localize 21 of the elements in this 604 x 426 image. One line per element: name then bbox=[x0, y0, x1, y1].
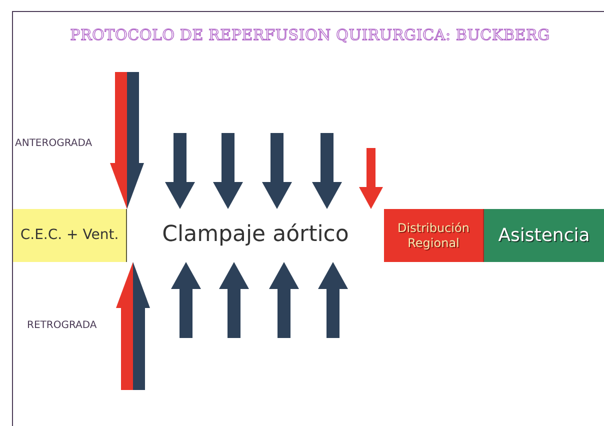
side-label: RETROGRADA bbox=[27, 320, 97, 331]
arrow bbox=[359, 148, 383, 209]
arrow bbox=[116, 262, 150, 390]
stage-label: C.E.C. + Vent. bbox=[20, 227, 119, 244]
arrow bbox=[262, 133, 292, 209]
arrow bbox=[213, 133, 243, 209]
stage-block bbox=[13, 209, 127, 262]
arrow bbox=[269, 262, 299, 338]
stage-label: Distribución Regional bbox=[396, 221, 470, 250]
stage-label: Asistencia bbox=[498, 224, 590, 246]
stage-label: Clampaje aórtico bbox=[162, 222, 349, 249]
stage-block bbox=[384, 209, 484, 262]
stage-block bbox=[484, 209, 604, 262]
side-label: ANTEROGRADA bbox=[15, 138, 92, 149]
arrow bbox=[165, 133, 195, 209]
title: PROTOCOLO DE REPERFUSION QUIRURGICA: BUCKBERG bbox=[69, 26, 551, 44]
arrow bbox=[219, 262, 249, 338]
arrow bbox=[110, 72, 144, 209]
arrow bbox=[318, 262, 348, 338]
arrow bbox=[171, 262, 201, 338]
arrow bbox=[312, 133, 342, 209]
